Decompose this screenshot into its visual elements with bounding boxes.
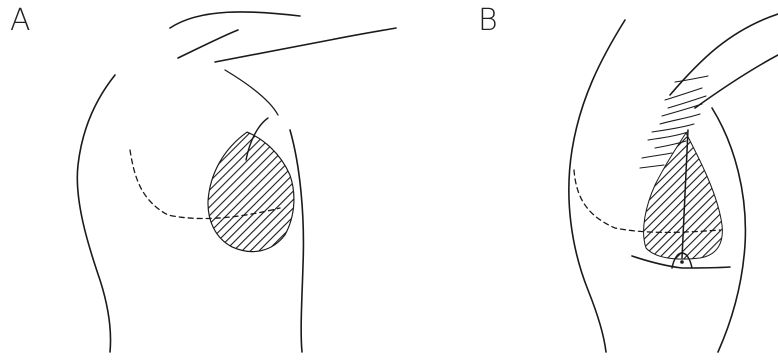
panel-label-b: B	[478, 6, 498, 36]
panel-b-arm-upper-contour	[670, 14, 778, 95]
panel-a-shoulder-fold	[225, 70, 278, 115]
panel-a-arm-inner-contour	[215, 28, 396, 62]
panel-a-shoulder-contour	[178, 30, 238, 58]
panel-a-hatched-area	[208, 132, 294, 252]
panel-a-arm-upper-contour	[170, 12, 300, 28]
panel-a-drawing	[77, 12, 396, 352]
panel-b-torso-left-contour	[569, 20, 625, 352]
panel-a-torso-left-contour	[77, 75, 115, 352]
panel-b-hatched-area	[644, 133, 723, 259]
panel-b-drain-dot	[680, 260, 684, 264]
panel-a-torso-right-contour	[290, 130, 303, 352]
panel-label-a: A	[10, 6, 31, 36]
panel-b-arm-lower-contour	[695, 55, 778, 108]
panel-b-drawing	[569, 14, 778, 352]
